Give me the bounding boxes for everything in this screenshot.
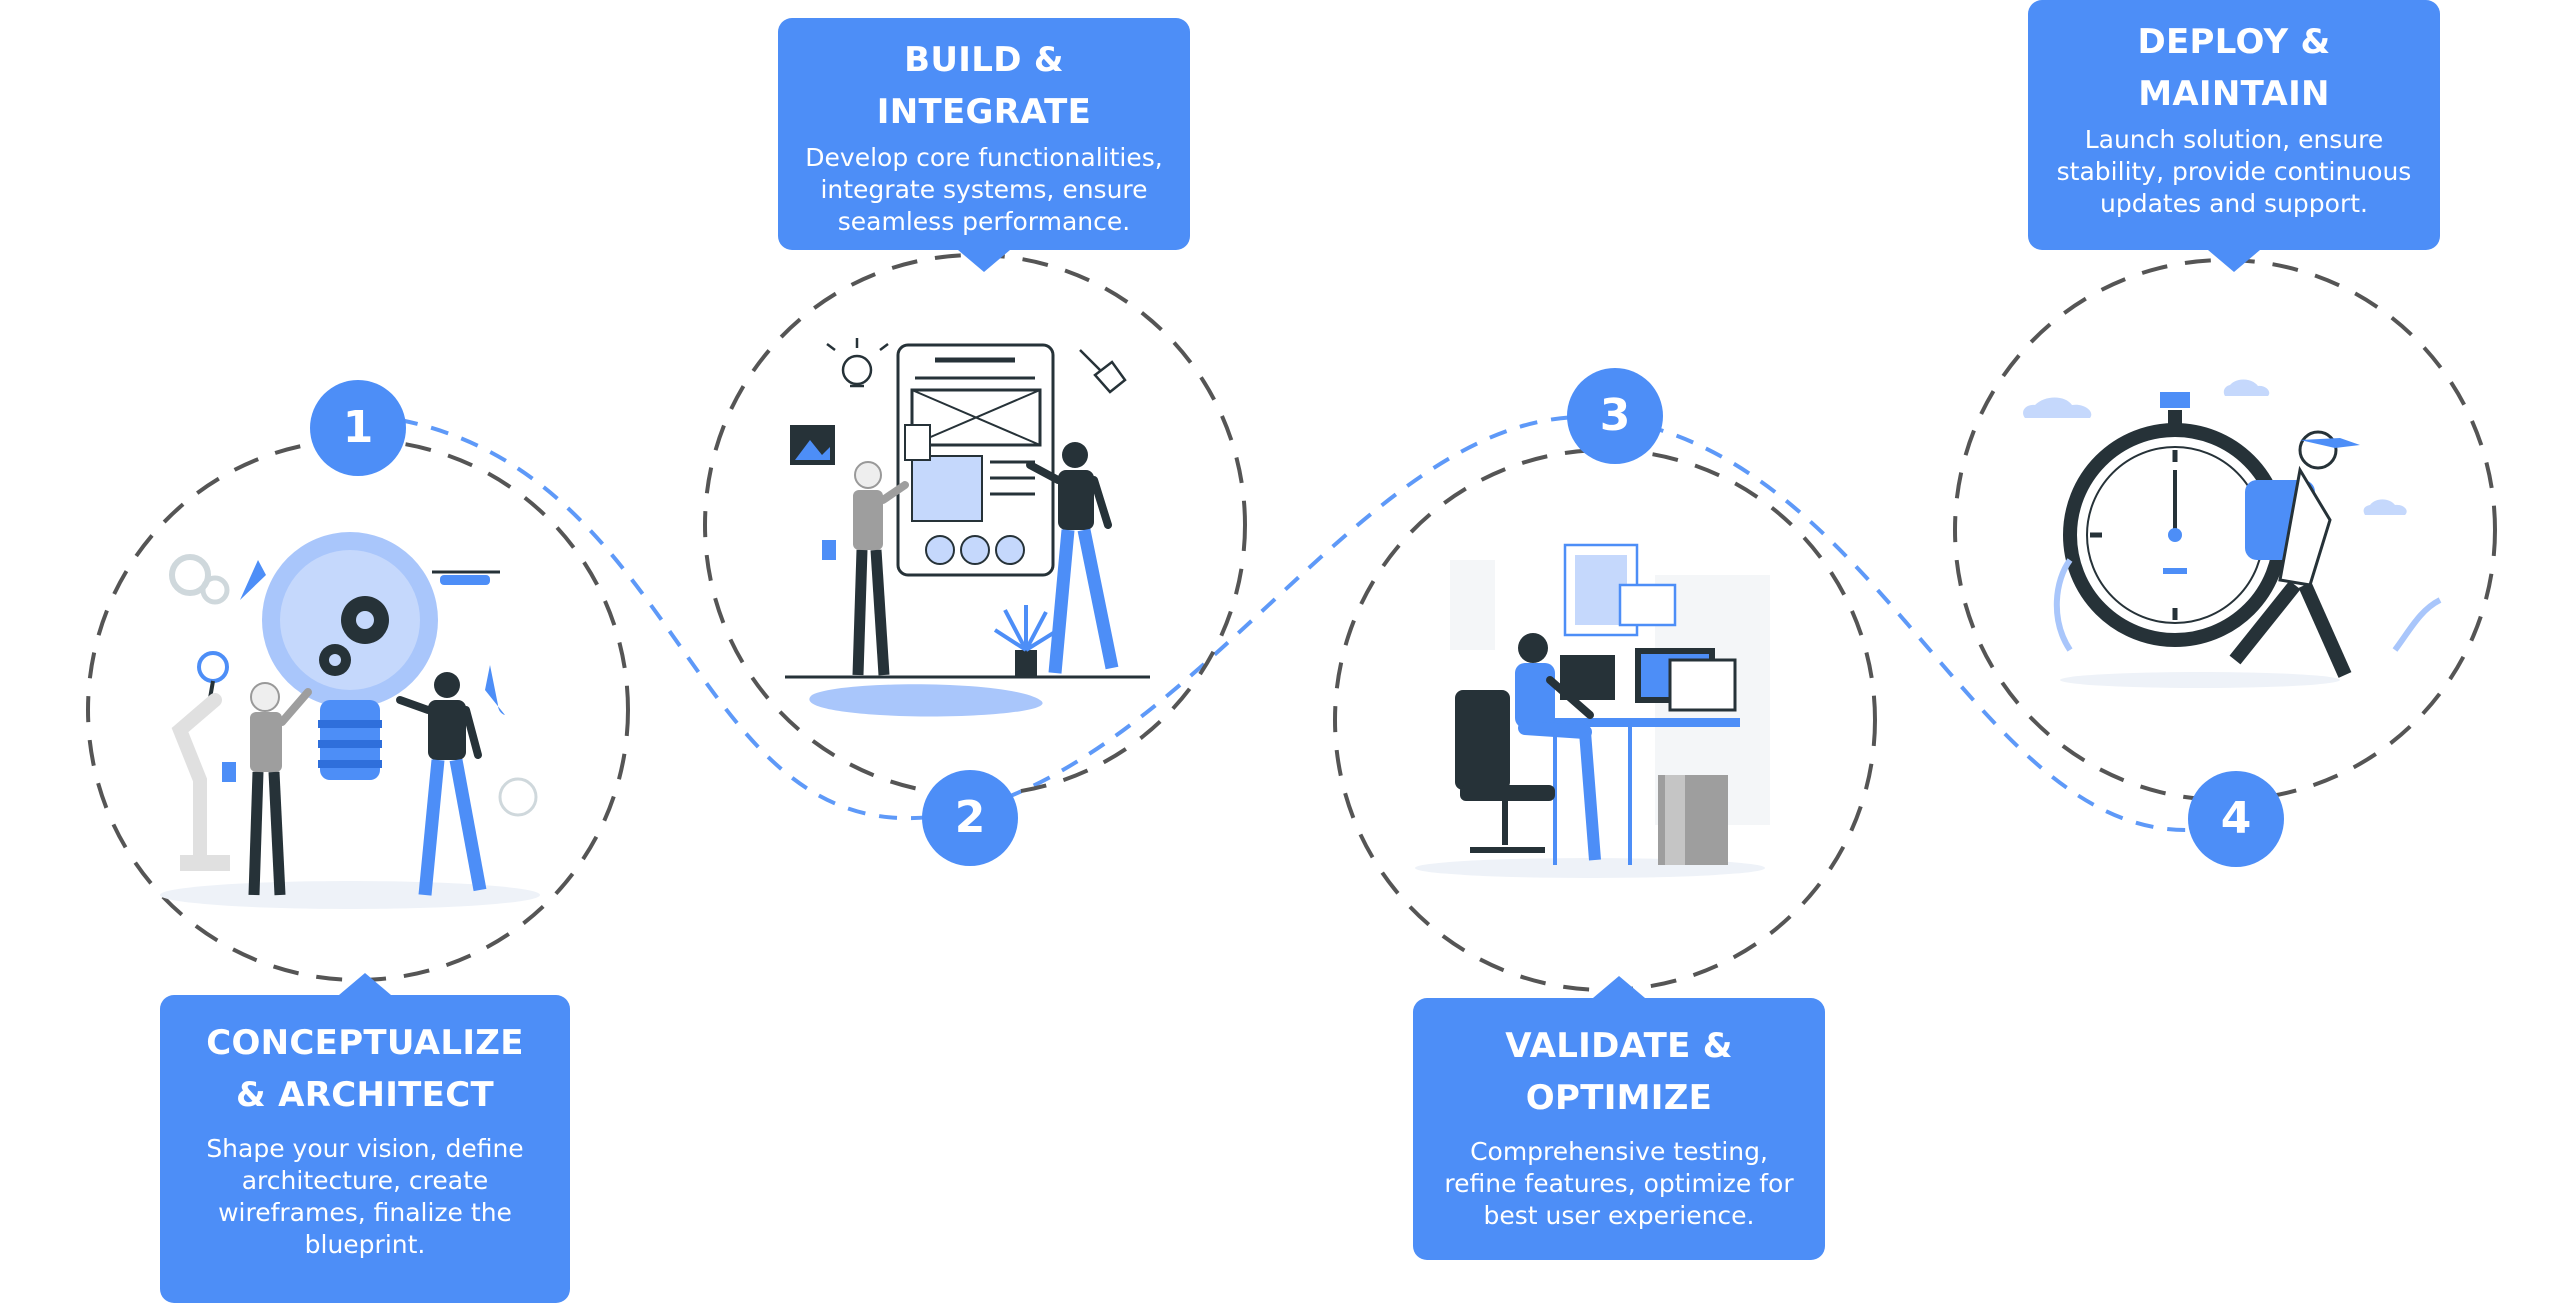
step-description: Develop core functionalities, integrate … bbox=[805, 143, 1163, 236]
step-circle-1 bbox=[86, 438, 630, 982]
gear-icon bbox=[319, 596, 389, 676]
step-badge-2: 2 bbox=[922, 770, 1018, 866]
pen-tool-icon bbox=[1079, 349, 1127, 394]
step-title: VALIDATE & OPTIMIZE bbox=[1505, 1026, 1733, 1118]
card-pointer bbox=[2208, 250, 2260, 272]
step-badge-3: 3 bbox=[1567, 368, 1663, 464]
card-pointer bbox=[1593, 976, 1645, 998]
step-description: Launch solution, ensure stability, provi… bbox=[2056, 125, 2412, 218]
card-pointer bbox=[339, 973, 391, 995]
connector-path bbox=[399, 415, 2231, 833]
step-card-1: CONCEPTUALIZE & ARCHITECT Shape your vis… bbox=[160, 973, 570, 1303]
card-pointer bbox=[958, 250, 1010, 272]
lightbulb-illustration bbox=[160, 532, 540, 909]
stopwatch-icon bbox=[2063, 392, 2287, 647]
lightbulb-icon bbox=[826, 338, 889, 388]
step-circle-4 bbox=[1953, 258, 2497, 802]
step-description: Shape your vision, define architecture, … bbox=[206, 1134, 524, 1259]
step-circle-2 bbox=[703, 253, 1247, 797]
stopwatch-illustration bbox=[2023, 379, 2442, 688]
step-circle-3 bbox=[1333, 448, 1877, 992]
step-description: Comprehensive testing, refine features, … bbox=[1444, 1137, 1794, 1230]
step-title: DEPLOY & MAINTAIN bbox=[2137, 22, 2331, 114]
step-title: CONCEPTUALIZE & ARCHITECT bbox=[206, 1023, 524, 1115]
step-card-4: DEPLOY & MAINTAIN Launch solution, ensur… bbox=[2028, 0, 2440, 272]
wireframe-illustration bbox=[785, 338, 1150, 717]
step-badge-4: 4 bbox=[2188, 771, 2284, 867]
step-card-3: VALIDATE & OPTIMIZE Comprehensive testin… bbox=[1413, 976, 1825, 1260]
step-badge-1: 1 bbox=[310, 380, 406, 476]
workstation-illustration bbox=[1415, 543, 1770, 878]
step-title: BUILD & INTEGRATE bbox=[876, 40, 1092, 132]
step-card-2: BUILD & INTEGRATE Develop core functiona… bbox=[778, 18, 1190, 272]
